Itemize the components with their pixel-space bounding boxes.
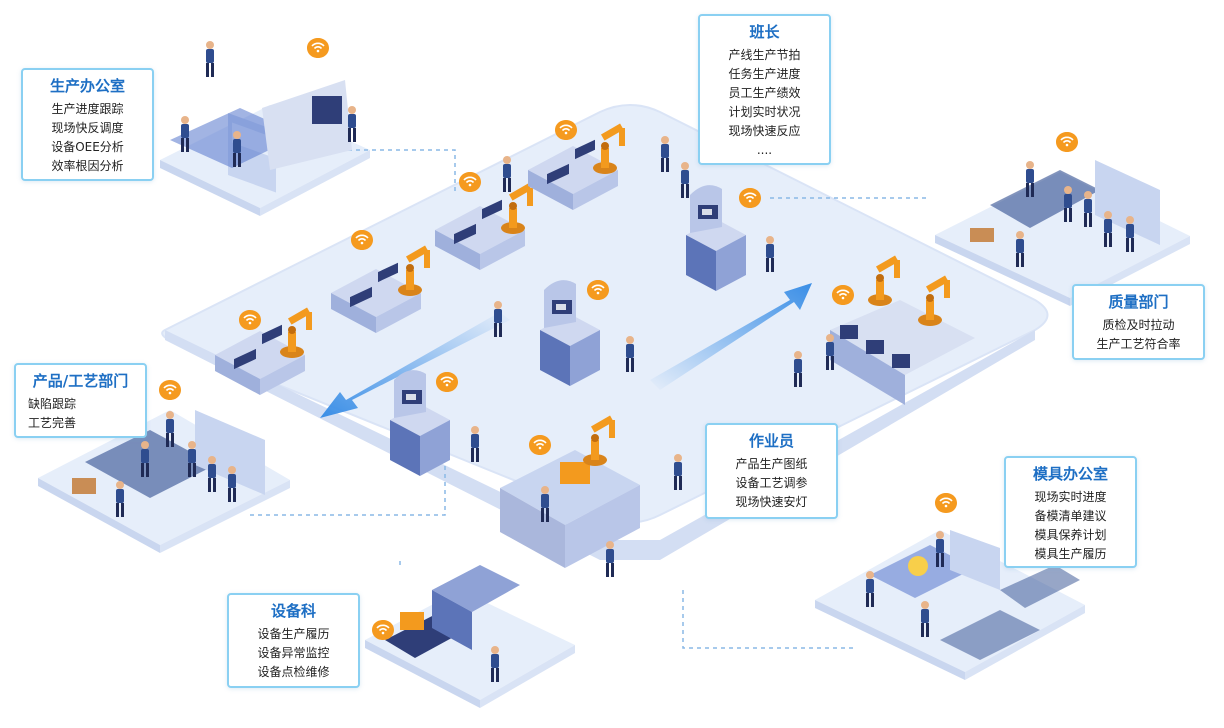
product-process-scene <box>72 379 265 517</box>
card-item: 模具生产履历 <box>1034 547 1107 561</box>
card-item: 任务生产进度 <box>728 67 801 81</box>
card-title: 班长 <box>749 23 780 41</box>
card-item: 生产工艺符合率 <box>1096 337 1181 351</box>
card-title: 质量部门 <box>1108 293 1169 311</box>
card-production-office: 生产办公室 生产进度跟踪 现场快反调度 设备OEE分析 效率根因分析 <box>21 68 154 181</box>
card-item: 现场实时进度 <box>1034 490 1107 504</box>
card-item: 现场快反调度 <box>51 121 124 135</box>
card-item: 设备工艺调参 <box>735 476 808 490</box>
card-item: 设备点检维修 <box>257 665 330 679</box>
card-title: 产品/工艺部门 <box>32 372 129 390</box>
card-item: 现场快速反应 <box>728 124 801 138</box>
card-item: 工艺完善 <box>28 416 77 430</box>
quality-dept-scene <box>970 131 1160 267</box>
card-quality-dept: 质量部门 质检及时拉动 生产工艺符合率 <box>1072 284 1205 360</box>
card-team-leader: 班长 产线生产节拍 任务生产进度 员工生产绩效 计划实时状况 现场快速反应 ..… <box>698 14 831 165</box>
flow-arrow-up <box>650 283 812 390</box>
card-item: 设备OEE分析 <box>51 140 124 154</box>
flow-arrow-down <box>320 312 510 418</box>
card-mold-office: 模具办公室 现场实时进度 备模清单建议 模具保养计划 模具生产履历 <box>1004 456 1137 568</box>
card-product-process-dept: 产品/工艺部门 缺陷跟踪 工艺完善 <box>14 363 147 438</box>
card-item: 缺陷跟踪 <box>28 397 77 411</box>
card-item: 模具保养计划 <box>1034 528 1107 542</box>
card-item: 设备生产履历 <box>257 627 330 641</box>
card-item: 设备异常监控 <box>257 646 330 660</box>
card-title: 设备科 <box>270 602 316 620</box>
equipment-dept-scene <box>371 565 520 682</box>
card-equipment-dept: 设备科 设备生产履历 设备异常监控 设备点检维修 <box>227 593 360 688</box>
production-office-scene <box>170 37 356 193</box>
card-item: 员工生产绩效 <box>728 86 801 100</box>
card-item: 现场快速安灯 <box>735 495 808 509</box>
assembly-station <box>500 415 640 577</box>
card-operator: 作业员 产品生产图纸 设备工艺调参 现场快速安灯 <box>705 423 838 519</box>
card-title: 作业员 <box>748 432 794 450</box>
card-item: 质检及时拉动 <box>1102 318 1175 332</box>
card-item: 产线生产节拍 <box>728 48 801 62</box>
card-item: 效率根因分析 <box>51 159 124 173</box>
card-item: .... <box>756 143 773 157</box>
card-title: 模具办公室 <box>1032 465 1108 483</box>
card-item: 备模清单建议 <box>1034 509 1107 523</box>
mold-office-scene <box>866 492 1080 660</box>
control-desk <box>794 255 975 405</box>
card-item: 计划实时状况 <box>728 105 801 119</box>
card-item: 生产进度跟踪 <box>51 102 124 116</box>
card-title: 生产办公室 <box>49 77 125 95</box>
card-item: 产品生产图纸 <box>735 457 808 471</box>
